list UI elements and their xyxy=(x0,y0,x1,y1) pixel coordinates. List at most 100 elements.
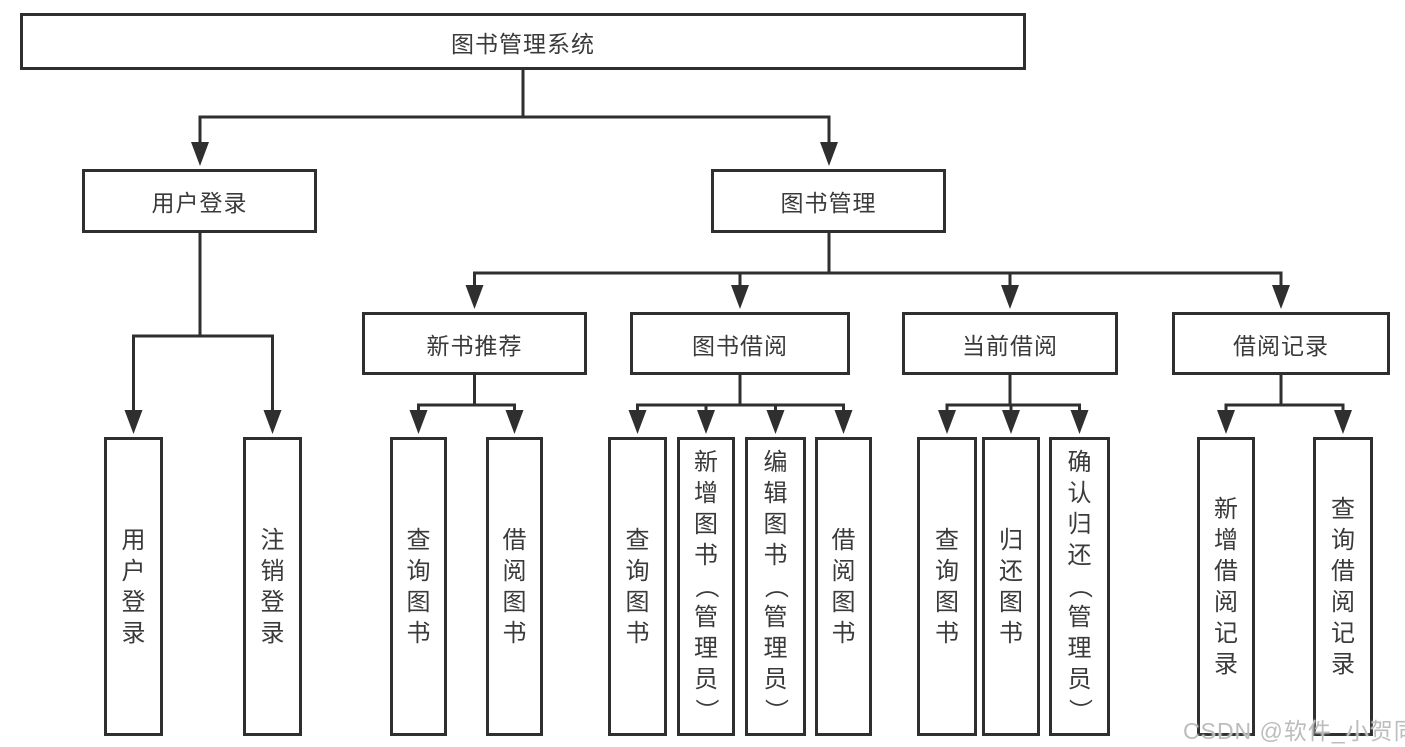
node-label-char: 询 xyxy=(625,557,650,585)
arrowhead-icon xyxy=(697,410,715,434)
node-label-char: 记 xyxy=(1214,619,1238,647)
node-label-char: 阅 xyxy=(1214,588,1238,616)
node-search-books-1: 查询图书 xyxy=(390,437,447,736)
node-label-char: 书 xyxy=(502,619,527,647)
node-label-char: 增 xyxy=(1214,526,1238,554)
edge-connector-5 xyxy=(938,373,1089,434)
node-label-char: 还 xyxy=(1067,542,1092,569)
node-user-login: 用户登录 xyxy=(82,169,317,233)
arrowhead-icon xyxy=(1217,410,1235,434)
node-label-char: 图 xyxy=(406,588,431,616)
arrowhead-icon xyxy=(505,410,524,434)
node-return-books: 归还图书 xyxy=(982,437,1040,736)
node-label-char: ） xyxy=(692,698,720,723)
node-label-char: 录 xyxy=(1214,650,1238,678)
edge-connector-1 xyxy=(124,231,282,434)
node-label: 用户登录 xyxy=(151,190,248,216)
node-label-char: 认 xyxy=(1067,480,1092,507)
node-borrow-books-2: 借阅图书 xyxy=(815,437,872,736)
node-confirm-return-admin: 确认归还 （ 管理员 ） xyxy=(1049,437,1110,736)
node-label-char: 查 xyxy=(406,526,431,554)
node-label-char: 书 xyxy=(625,619,650,647)
node-label-char: 辑 xyxy=(763,480,788,507)
arrowhead-icon xyxy=(834,410,853,434)
node-label-char: 归 xyxy=(1067,511,1092,538)
arrowhead-icon xyxy=(628,410,647,434)
node-label-char: 理 xyxy=(763,635,788,662)
node-label-char: （ xyxy=(762,574,789,599)
node-label-char: 询 xyxy=(1331,526,1355,554)
node-label-char: 书 xyxy=(763,542,788,569)
node-label: 图书管理系统 xyxy=(451,30,595,57)
node-book-management: 图书管理 xyxy=(711,169,946,233)
arrowhead-icon xyxy=(1334,410,1352,434)
node-label-char: 录 xyxy=(1331,650,1355,678)
node-label-char: 员 xyxy=(694,666,718,693)
node-label-char: 编 xyxy=(763,449,788,476)
node-label-char: 询 xyxy=(406,557,431,585)
node-label-char: 查 xyxy=(625,526,650,554)
node-borrow-records: 借阅记录 xyxy=(1172,312,1390,375)
node-label-char: 书 xyxy=(831,619,856,647)
node-search-borrow-record: 查询借阅记录 xyxy=(1313,437,1373,736)
edge-connector-0 xyxy=(191,68,838,166)
node-label-char: 理 xyxy=(1067,635,1092,662)
node-label-char: 录 xyxy=(260,619,285,647)
node-label-char: ） xyxy=(1066,698,1093,723)
node-label-char: 图 xyxy=(694,511,718,538)
node-label: 图书管理 xyxy=(780,190,877,216)
node-book-borrow: 图书借阅 xyxy=(630,312,850,375)
node-label-char: 管 xyxy=(1067,604,1092,631)
node-search-books-2: 查询图书 xyxy=(608,437,667,736)
node-label: 当前借阅 xyxy=(962,332,1058,359)
edge-connector-3 xyxy=(409,373,524,434)
node-label-char: 阅 xyxy=(1331,588,1355,616)
arrowhead-icon xyxy=(820,142,838,166)
node-label-char: 新 xyxy=(694,449,718,476)
node-add-books-admin: 新增图书（管理员） xyxy=(677,437,735,736)
node-label-char: 借 xyxy=(502,526,527,554)
node-edit-books-admin: 编辑图书（管理员） xyxy=(745,437,806,736)
node-label-char: 员 xyxy=(1067,666,1092,693)
node-label-char: 登 xyxy=(260,588,285,616)
node-label-char: 阅 xyxy=(831,557,856,585)
edge-connector-6 xyxy=(1217,373,1352,434)
arrowhead-icon xyxy=(1272,285,1290,309)
node-label-char: 增 xyxy=(694,480,718,507)
node-label-char: （ xyxy=(692,574,720,599)
node-label-char: 确 xyxy=(1067,449,1092,476)
node-label-char: 书 xyxy=(406,619,431,647)
node-label-char: 书 xyxy=(935,619,959,647)
node-label-char: 管 xyxy=(763,604,788,631)
node-label-char: 图 xyxy=(763,511,788,538)
node-label-char: 图 xyxy=(831,588,856,616)
edge-connector-2 xyxy=(465,231,1290,309)
node-label-char: 录 xyxy=(121,619,146,647)
node-label-char: 登 xyxy=(121,588,146,616)
node-label: 借阅记录 xyxy=(1233,332,1329,359)
node-label-char: 借 xyxy=(831,526,856,554)
node-label-char: 户 xyxy=(121,557,146,585)
node-library-management-system: 图书管理系统 xyxy=(20,13,1026,70)
node-label-char: 图 xyxy=(999,588,1023,616)
node-label-char: （ xyxy=(1066,574,1093,599)
node-new-book-recommend: 新书推荐 xyxy=(362,312,587,375)
node-label-char: 员 xyxy=(763,666,788,693)
node-label-char: 询 xyxy=(935,557,959,585)
node-label-char: 注 xyxy=(260,526,285,554)
arrowhead-icon xyxy=(731,285,749,309)
node-label-char: 用 xyxy=(121,526,146,554)
edge-connector-4 xyxy=(628,373,853,434)
node-label-char: 书 xyxy=(999,619,1023,647)
node-label: 新书推荐 xyxy=(426,332,523,359)
node-label-char: 查 xyxy=(935,526,959,554)
node-label-char: 图 xyxy=(935,588,959,616)
node-label-char: 管 xyxy=(694,604,718,631)
node-label-char: 新 xyxy=(1214,495,1238,523)
arrowhead-icon xyxy=(124,410,143,434)
node-label-char: 借 xyxy=(1331,557,1355,585)
node-label-char: 借 xyxy=(1214,557,1238,585)
arrowhead-icon xyxy=(1001,285,1019,309)
